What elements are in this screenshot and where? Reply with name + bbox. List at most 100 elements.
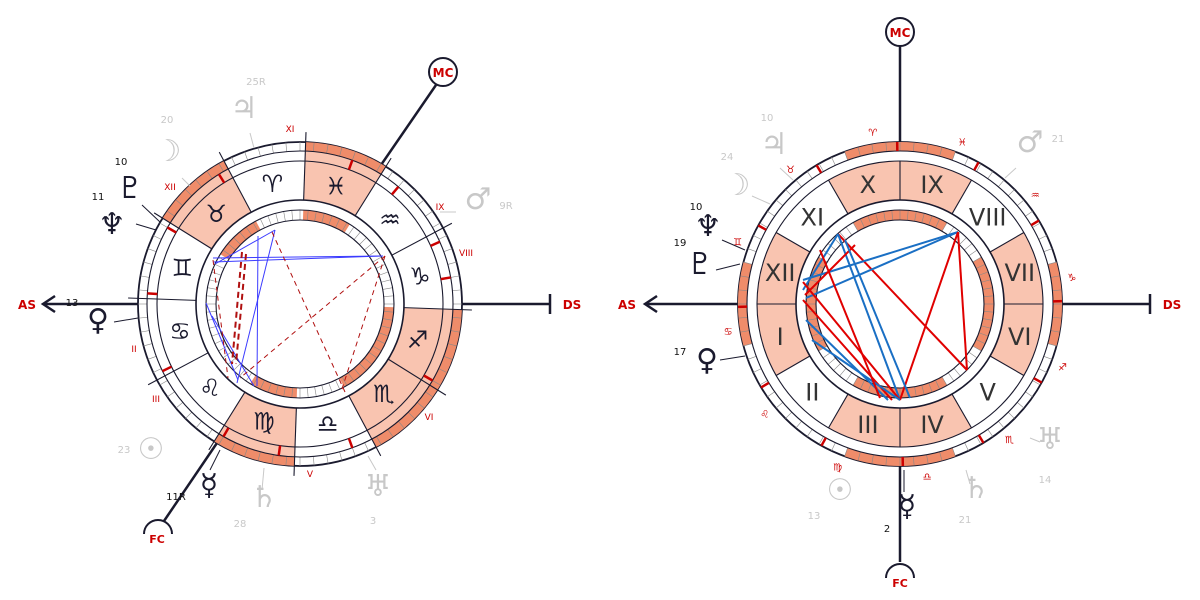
degree-tick: [775, 402, 783, 409]
virgo-sign-icon: ♍: [253, 408, 275, 436]
degree-tick: [981, 279, 991, 283]
house-highlight: [900, 161, 972, 214]
degree-tick: [921, 385, 925, 395]
fc-label: FC: [892, 577, 908, 590]
degree-tick: [1017, 199, 1025, 206]
degree-tick: [968, 249, 978, 257]
degree-tick: [167, 391, 175, 398]
moon-icon: ☽: [155, 134, 182, 169]
inner-band: [302, 210, 350, 233]
ring-circle: [815, 219, 985, 389]
degree-tick: [382, 287, 393, 290]
degree-tick: [372, 345, 382, 352]
degree-tick: [143, 261, 153, 265]
sign-cusp-mark: [977, 434, 985, 444]
degree-tick: [275, 385, 279, 395]
degree-tick: [875, 213, 879, 223]
degree-tick: [759, 222, 768, 228]
pluto-icon: ♇: [687, 247, 714, 282]
venus-icon: ♀: [87, 303, 109, 338]
planet-degree: 14: [1039, 475, 1052, 486]
degree-tick: [964, 442, 969, 451]
aspect-line: [802, 233, 839, 291]
degree-tick: [941, 222, 948, 232]
degree-tick: [775, 199, 783, 206]
sign-divider: [218, 151, 252, 213]
degree-tick: [438, 235, 447, 240]
degree-tick: [267, 215, 272, 226]
house-highlight: [757, 304, 810, 376]
degree-tick: [378, 271, 389, 276]
degree-tick: [738, 317, 748, 319]
mercury-icon: ☿: [200, 468, 218, 503]
degree-tick: [982, 318, 993, 321]
planet-degree: 10: [115, 157, 128, 168]
planet-pointer: [1004, 167, 1017, 179]
degree-tick: [839, 368, 847, 377]
degree-tick: [339, 451, 343, 461]
libra-sign-icon: ♎: [923, 472, 932, 483]
venus-icon: ♀: [696, 343, 718, 378]
degree-tick: [383, 295, 394, 297]
degree-tick: [914, 211, 917, 222]
degree-tick: [227, 243, 236, 251]
sign-divider: [387, 358, 447, 396]
sign-divider: [348, 395, 382, 457]
degree-tick: [147, 356, 157, 360]
degree-tick: [347, 372, 355, 382]
degree-tick: [1038, 235, 1047, 240]
house-xii-label: XII: [164, 183, 175, 193]
planet-degree: 3: [370, 516, 376, 527]
capricorn-sign-icon: ♑: [1067, 273, 1076, 284]
degree-tick: [818, 436, 824, 445]
degree-tick: [260, 380, 265, 390]
sagittarius-sign-icon: ♐: [1058, 362, 1067, 373]
house-highlight: [900, 394, 972, 447]
planet-pointer: [721, 239, 746, 251]
midheaven-axis-line: [379, 84, 438, 166]
planet-degree: 9R: [499, 201, 512, 212]
house-highlight: [828, 161, 900, 214]
sagittarius-sign-icon: ♐: [407, 326, 429, 354]
degree-tick: [314, 386, 317, 397]
sign-band: [429, 309, 462, 390]
degree-tick: [952, 151, 956, 161]
scorpio-sign-icon: ♏: [373, 380, 395, 408]
degree-tick: [976, 264, 986, 269]
aspect-line: [236, 229, 276, 384]
degree-tick: [211, 332, 222, 337]
degree-tick: [806, 311, 817, 313]
inner-band: [972, 304, 994, 351]
degree-tick: [313, 456, 315, 466]
degree-tick: [978, 332, 989, 337]
aspect-line: [239, 255, 386, 379]
planet-pointer: [1029, 437, 1041, 443]
degree-tick: [218, 163, 224, 172]
house-vi-label: VI: [1008, 323, 1032, 351]
degree-tick: [740, 330, 750, 333]
left-axis-lines: AS DS MC FC: [18, 57, 581, 546]
aspect-line: [212, 259, 229, 379]
degree-tick: [321, 213, 325, 223]
degree-tick: [341, 222, 348, 232]
degree-tick: [398, 421, 405, 429]
degree-tick: [785, 189, 793, 197]
planet-degree: 28: [234, 519, 247, 530]
capricorn-sign-icon: ♑: [409, 262, 431, 290]
taurus-sign-icon: ♉: [786, 165, 795, 176]
degree-tick: [153, 235, 162, 240]
degree-tick: [425, 210, 433, 217]
uranus-icon: ♅: [1037, 422, 1064, 457]
degree-tick: [935, 380, 940, 390]
degree-tick: [807, 318, 818, 321]
degree-tick: [244, 151, 248, 161]
degree-tick: [972, 256, 982, 263]
house-divider: [775, 355, 811, 376]
degree-tick: [138, 289, 148, 291]
degree-tick: [364, 243, 373, 251]
degree-tick: [140, 330, 150, 333]
degree-tick: [978, 271, 989, 276]
fc-marker: [143, 519, 173, 535]
degree-tick: [976, 339, 986, 344]
pisces-sign-icon: ♓: [325, 172, 347, 200]
